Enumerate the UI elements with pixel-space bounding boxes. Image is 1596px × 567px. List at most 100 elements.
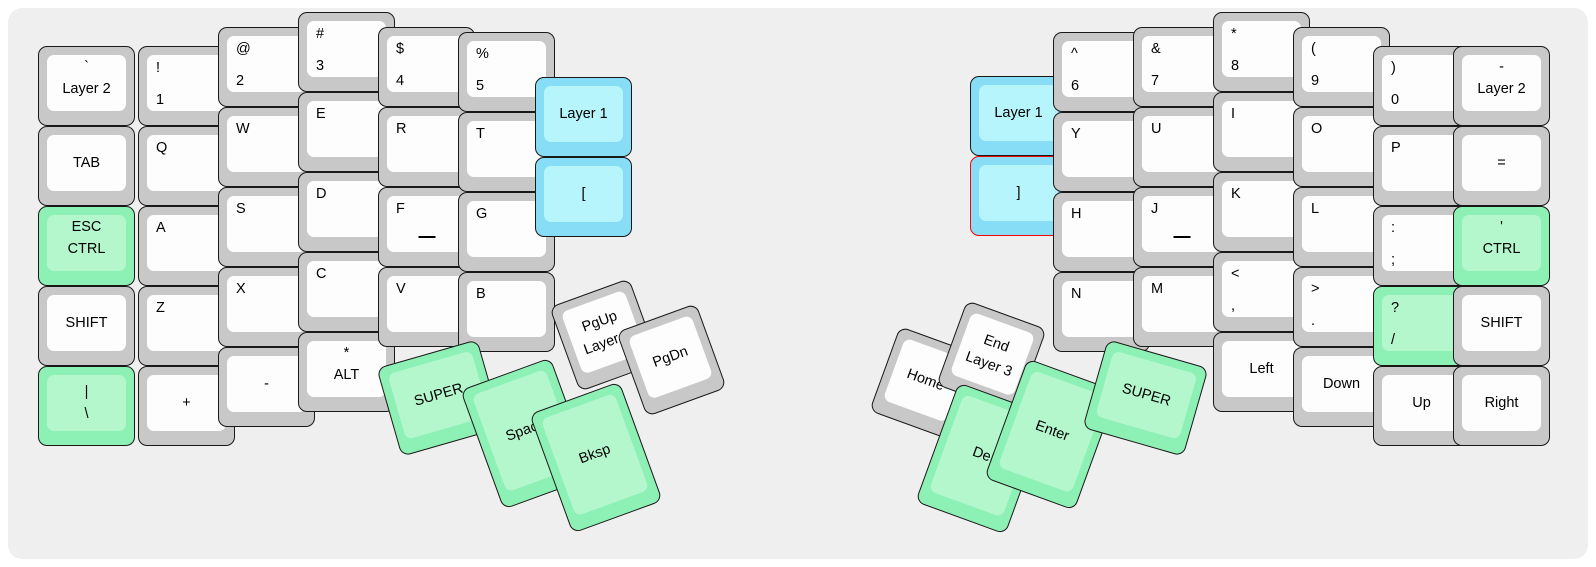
legend-main-layer2-left: Layer 2 (62, 81, 111, 98)
legend-main-layer1-right: Layer 1 (994, 104, 1043, 121)
keycap-h: H (1062, 201, 1141, 257)
keycap-colon-semi: :; (1382, 215, 1461, 271)
keycap-v: V (387, 276, 466, 332)
key-amp-7[interactable]: &7 (1133, 27, 1230, 107)
legend-top-n: N (1071, 286, 1082, 302)
legend-top-amp-7: & (1151, 41, 1161, 57)
keycap-layer1-right: Layer 1 (979, 85, 1058, 141)
legend-bottom-at-2: 2 (236, 72, 245, 89)
key-layer2-right[interactable]: - Layer 2 (1453, 46, 1550, 126)
legend-top-lt-comma: < (1231, 266, 1240, 282)
legend-top-z: Z (156, 300, 165, 316)
key-percent-5[interactable]: %5 (458, 32, 555, 112)
keycap-cparen-0: )0 (1382, 55, 1461, 111)
legend-top-l: L (1311, 201, 1320, 217)
key-u[interactable]: U (1133, 107, 1230, 187)
keycap-quote-ctrl: ' CTRL (1462, 215, 1541, 271)
legend-main-shift-left: SHIFT (65, 314, 108, 331)
legend-main-right-arrow: Right (1484, 394, 1519, 411)
keycap-question-slash: ?/ (1382, 295, 1461, 351)
key-shift-left[interactable]: SHIFT (38, 286, 135, 366)
keycap-plus: + (147, 375, 226, 431)
key-bracket-left[interactable]: [ (535, 157, 632, 237)
keycap-g: G (467, 201, 546, 257)
key-dollar-4[interactable]: $4 (378, 27, 475, 107)
legend-top-layer2-right: - (1499, 59, 1504, 75)
key-bracket-right[interactable]: ] (970, 156, 1067, 236)
key-m[interactable]: M (1133, 267, 1230, 347)
key-b[interactable]: B (458, 272, 555, 352)
legend-top-pipe-backslash: | (84, 383, 89, 400)
keycap-o: O (1302, 116, 1381, 172)
keycap-n: N (1062, 281, 1141, 337)
key-h[interactable]: H (1053, 192, 1150, 272)
keycap-t: T (467, 121, 546, 177)
legend-top-alt: * (343, 345, 350, 361)
legend-main-alt: ALT (333, 367, 360, 384)
legend-top-star-8: * (1231, 26, 1237, 42)
legend-top-dollar-4: $ (396, 41, 405, 57)
key-c[interactable]: C (298, 252, 395, 332)
key-right-arrow[interactable]: Right (1453, 366, 1550, 446)
keycap-layer1-left: Layer 1 (544, 86, 623, 142)
legend-main-left-arrow: Left (1249, 360, 1274, 377)
legend-top-p: P (1391, 140, 1401, 156)
key-tab[interactable]: TAB (38, 126, 135, 206)
keycap-bracket-left: [ (544, 166, 623, 222)
key-quote-ctrl[interactable]: ' CTRL (1453, 206, 1550, 286)
key-layer2-left[interactable]: `Layer 2 (38, 46, 135, 126)
legend-top-c: C (316, 266, 327, 282)
keycap-bang-1: !1 (147, 55, 226, 111)
legend-top-g: G (476, 206, 488, 222)
legend-main-layer2-right: Layer 2 (1477, 81, 1526, 98)
keycap-right-arrow: Right (1462, 375, 1541, 431)
legend-main-layer1-left: Layer 1 (559, 105, 608, 122)
keycap-down-arrow: Down (1302, 356, 1381, 412)
key-paren-9[interactable]: (9 (1293, 27, 1390, 107)
key-equals[interactable]: = (1453, 126, 1550, 206)
legend-bottom-dollar-4: 4 (396, 72, 405, 89)
legend-top-f: F (396, 201, 405, 217)
homing-bar-f (418, 236, 435, 238)
legend-bottom-pipe-backslash: \ (84, 406, 89, 422)
legend-bottom-cparen-0: 0 (1391, 91, 1400, 108)
legend-top-e: E (316, 106, 326, 122)
keycap-left-arrow: Left (1222, 341, 1301, 397)
legend-top-t: T (476, 126, 485, 142)
key-layer1-left[interactable]: Layer 1 (535, 77, 632, 157)
key-alt[interactable]: * ALT (298, 332, 395, 412)
keycap-y: Y (1062, 121, 1141, 177)
key-z[interactable]: Z (138, 286, 235, 366)
keycap-bracket-right: ] (979, 165, 1058, 221)
keycap-c: C (307, 261, 386, 317)
legend-top-u: U (1151, 121, 1162, 137)
legend-bottom-bang-1: 1 (156, 91, 165, 108)
keycap-k: K (1222, 181, 1301, 237)
legend-top-b: B (476, 286, 486, 302)
legend-top-w: W (236, 121, 250, 137)
legend-bottom-amp-7: 7 (1151, 72, 1160, 89)
legend-top-quote-ctrl: ' (1500, 219, 1503, 235)
keycap-layer2-right: - Layer 2 (1462, 55, 1541, 111)
legend-bottom-gt-period: . (1311, 312, 1316, 329)
key-pipe-backslash[interactable]: |\ (38, 366, 135, 446)
legend-top-d: D (316, 186, 327, 202)
legend-bottom-percent-5: 5 (476, 77, 485, 94)
keycap-m: M (1142, 276, 1221, 332)
key-a[interactable]: A (138, 206, 235, 286)
key-gt-period[interactable]: >. (1293, 267, 1390, 347)
legend-main-quote-ctrl: CTRL (1482, 241, 1521, 258)
legend-bottom-star-8: 8 (1231, 57, 1240, 74)
key-shift-right[interactable]: SHIFT (1453, 286, 1550, 366)
keycap-super-right: SUPER (1095, 350, 1198, 440)
key-w[interactable]: W (218, 107, 315, 187)
keycap-s: S (227, 196, 306, 252)
